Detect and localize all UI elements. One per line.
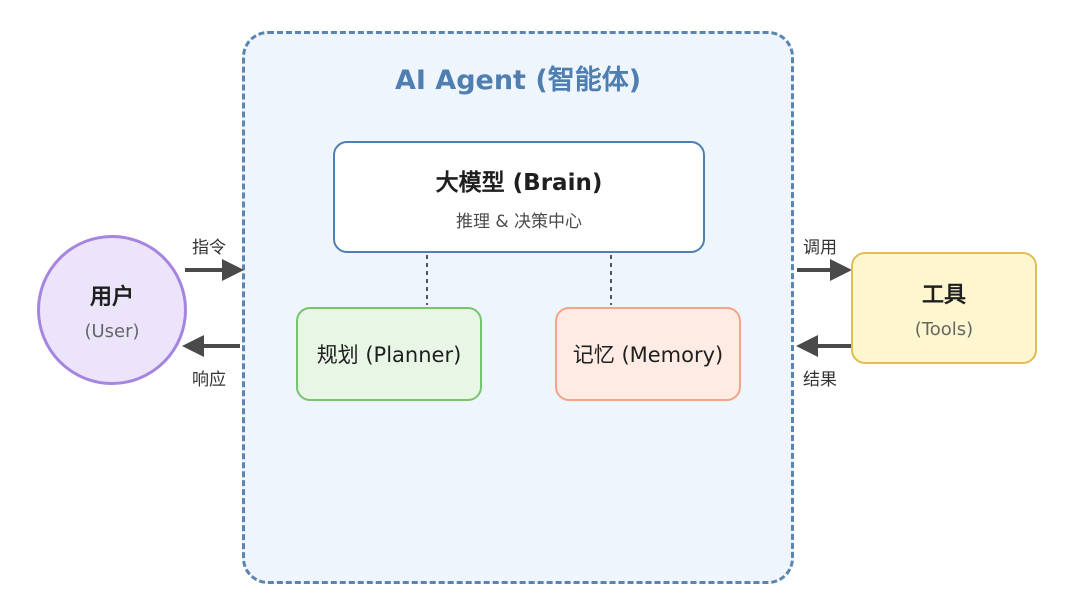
planner-label: 规划 (Planner) [316,343,462,367]
planner-node: 规划 (Planner) [296,307,482,401]
brain-title: 大模型 (Brain) [435,169,603,196]
invoke-label: 调用 [803,238,837,258]
user-title: 用户 [89,284,134,310]
response-arrowhead [182,335,204,357]
memory-label: 记忆 (Memory) [572,343,724,367]
response-label: 响应 [192,370,226,390]
result-label: 结果 [803,370,837,390]
instruction-arrowhead [222,259,244,281]
instruction-label: 指令 [192,238,226,258]
result-arrowhead [796,335,818,357]
tools-title: 工具 [921,282,966,308]
brain-subtitle: 推理 & 决策中心 [455,211,583,232]
user-subtitle: (User) [84,320,140,342]
tools-node: 工具 (Tools) [851,252,1037,364]
memory-node: 记忆 (Memory) [555,307,741,401]
agent-title: AI Agent (智能体) [394,65,642,96]
invoke-arrowhead [830,259,852,281]
tools-subtitle: (Tools) [914,318,974,340]
brain-node: 大模型 (Brain) 推理 & 决策中心 [333,141,705,253]
user-node: 用户 (User) [37,235,187,385]
